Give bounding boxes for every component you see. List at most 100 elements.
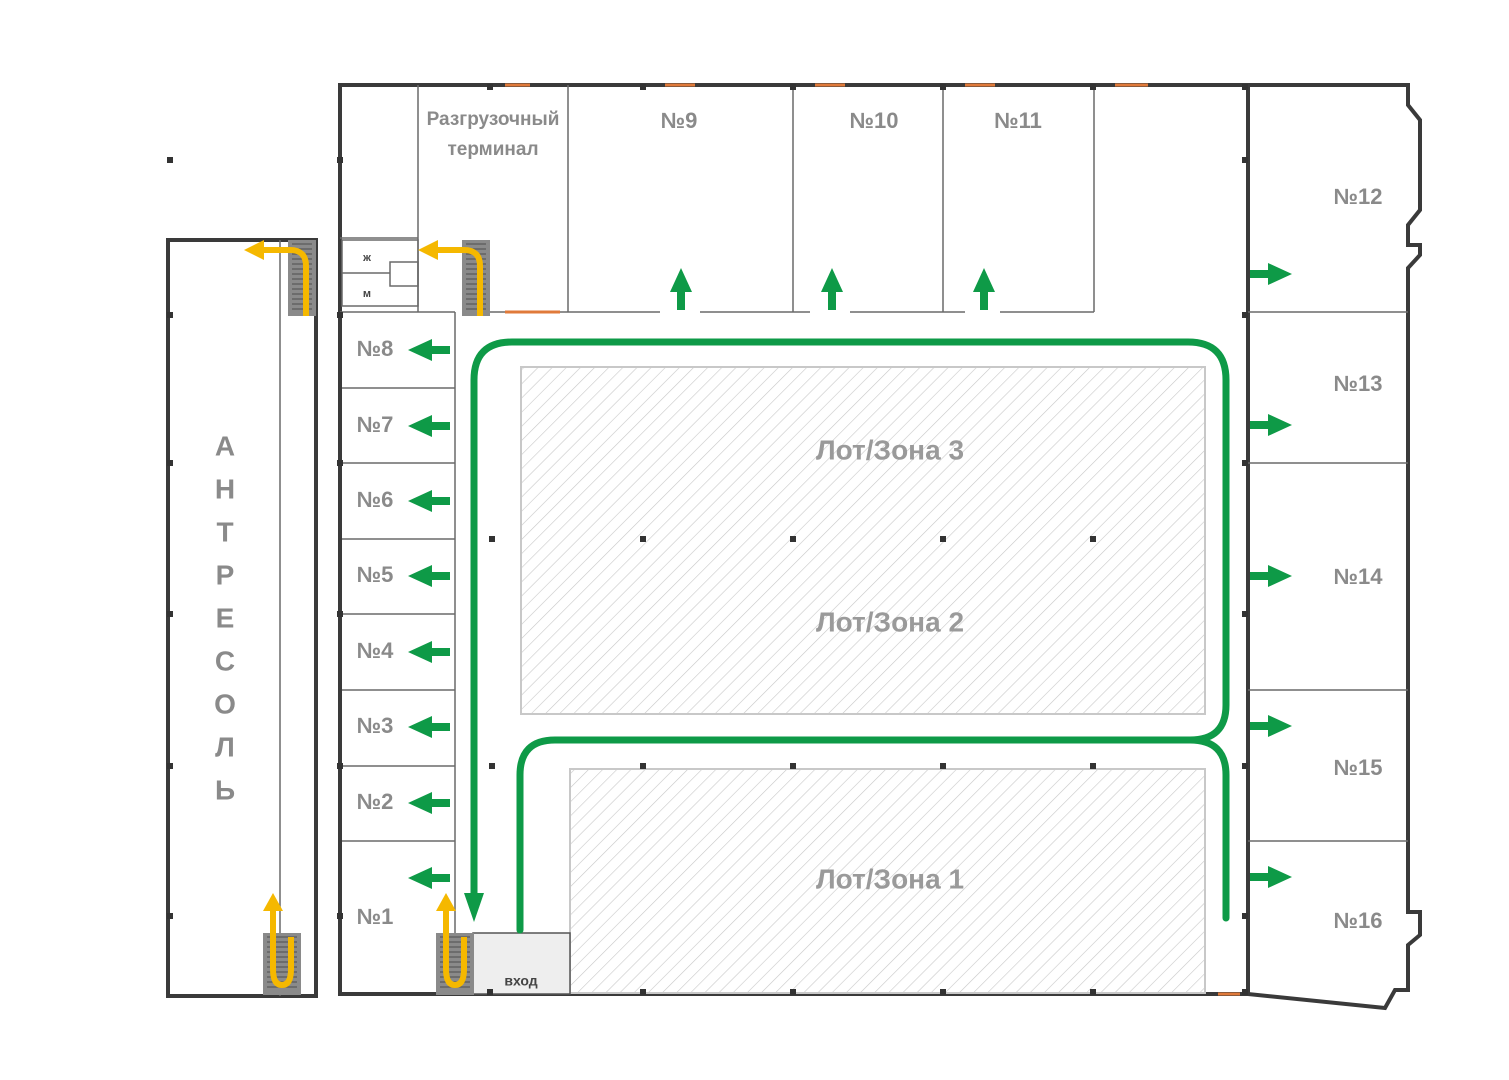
room-11-label[interactable]: №11 [994,108,1042,133]
column-marker [1242,84,1248,90]
arrow-up-icon [973,268,995,310]
arrow-left-icon [408,339,450,361]
room-8-label[interactable]: №8 [357,336,394,361]
column-marker [1090,536,1096,542]
zone-2-3-area [520,366,1206,715]
entrance-label: вход [504,973,537,989]
room-13-label[interactable]: №13 [1334,371,1383,396]
room-labels: №8 №7 №6 №5 №4 №3 №2 №1 №9 №10 №11 №12 №… [357,108,1384,933]
building-outline [338,83,1422,1011]
zone-labels: Лот/Зона 3 Лот/Зона 2 Лот/Зона 1 [816,434,964,894]
direction-arrows [408,263,1292,889]
right-column-rooms [1248,311,1408,842]
column-marker [1242,989,1248,995]
left-column-rooms [340,311,456,994]
arrow-left-icon [408,415,450,437]
arrow-right-icon [1250,565,1292,587]
terminal-label-line1[interactable]: Разгрузочный [427,109,560,130]
door-marks [505,83,1240,996]
columns [167,84,1248,995]
route-outer-loop [470,338,1230,934]
arrow-right-icon [1250,414,1292,436]
column-marker [640,84,646,90]
column-marker [337,763,343,769]
mezzanine-letter: Т [216,516,233,547]
arrow-left-icon [408,641,450,663]
arrow-right-icon [1250,263,1292,285]
zone-1-area [569,768,1206,994]
room-2-label[interactable]: №2 [357,789,394,814]
room-14-label[interactable]: №14 [1334,564,1384,589]
column-marker [489,763,495,769]
arrow-right-icon [1250,866,1292,888]
arrow-up-icon [670,268,692,310]
mezzanine-letter: А [215,430,235,461]
column-marker [337,460,343,466]
stairs-icon[interactable] [263,893,301,995]
column-marker [640,763,646,769]
stairs-icon[interactable] [418,240,490,316]
column-marker [1242,763,1248,769]
mezzanine-letter: С [215,645,235,676]
arrow-left-icon [408,490,450,512]
zone-1-label[interactable]: Лот/Зона 1 [816,863,964,894]
restroom-men-label: м [363,288,371,300]
column-marker [790,763,796,769]
column-marker [337,913,343,919]
column-marker [167,611,173,617]
column-marker [167,460,173,466]
room-16-label[interactable]: №16 [1334,908,1383,933]
stairs-icon[interactable] [436,893,474,995]
mezzanine-letter: Н [215,473,235,504]
column-marker [1090,84,1096,90]
arrow-left-icon [408,867,450,889]
stairs-icon[interactable] [244,240,316,316]
column-marker [337,157,343,163]
terminal-label-line2[interactable]: терминал [447,139,538,160]
mezzanine-letter: Е [216,602,235,633]
column-marker [487,989,493,995]
column-marker [167,913,173,919]
mezzanine-letter: Ь [215,774,235,805]
column-marker [167,157,173,163]
column-marker [1242,611,1248,617]
arrow-left-icon [408,565,450,587]
zone-3-label[interactable]: Лот/Зона 3 [816,434,964,465]
room-1-label[interactable]: №1 [357,904,394,929]
mezzanine-letter: О [214,688,236,719]
column-marker [167,763,173,769]
circulation-route [464,338,1230,934]
room-5-label[interactable]: №5 [357,562,394,587]
room-10-label[interactable]: №10 [850,108,899,133]
column-marker [167,312,173,318]
top-row-rooms [340,85,1095,313]
mezzanine-letter: Л [215,731,235,762]
column-marker [790,536,796,542]
column-marker [1242,460,1248,466]
room-6-label[interactable]: №6 [357,487,394,512]
route-arrow-down-icon [464,893,484,922]
entrance[interactable]: вход [472,932,571,995]
column-marker [790,989,796,995]
column-marker [640,989,646,995]
room-9-label[interactable]: №9 [661,108,698,133]
room-7-label[interactable]: №7 [357,412,394,437]
room-15-label[interactable]: №15 [1334,755,1383,780]
column-marker [940,989,946,995]
stairs [244,240,490,995]
column-marker [337,611,343,617]
column-marker [337,312,343,318]
room-3-label[interactable]: №3 [357,713,394,738]
zone-2-label[interactable]: Лот/Зона 2 [816,606,964,637]
column-marker [640,536,646,542]
room-4-label[interactable]: №4 [357,638,395,663]
arrow-right-icon [1250,715,1292,737]
column-marker [1242,157,1248,163]
column-marker [790,84,796,90]
column-marker [487,84,493,90]
route-right-branch [1186,736,1230,922]
room-12-label[interactable]: №12 [1334,184,1383,209]
arrow-left-icon [408,716,450,738]
mezzanine-letter: Р [216,559,235,590]
restroom-women-label: ж [362,252,371,264]
